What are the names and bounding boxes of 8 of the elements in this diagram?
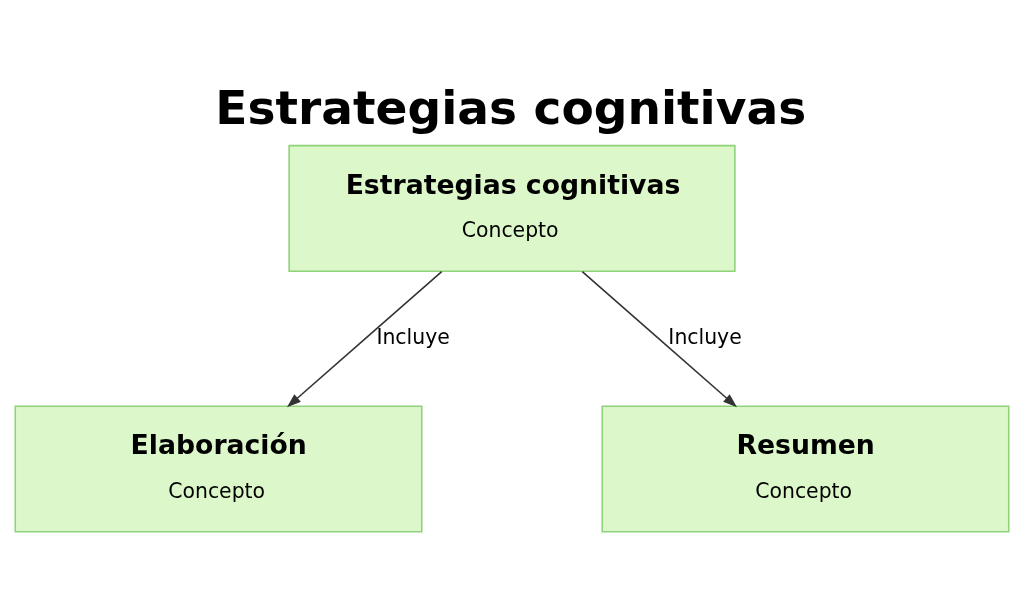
diagram-title: Estrategias cognitivas (215, 79, 807, 135)
arrow (286, 270, 443, 407)
node-box: Elaboración Concepto (14, 404, 423, 532)
edge-label: Incluye (668, 324, 742, 349)
arrow (581, 270, 738, 407)
edge-label: Incluye (376, 324, 450, 349)
node-box: Resumen Concepto (601, 404, 1010, 532)
node-box: Estrategias cognitivas Concepto (288, 144, 736, 272)
